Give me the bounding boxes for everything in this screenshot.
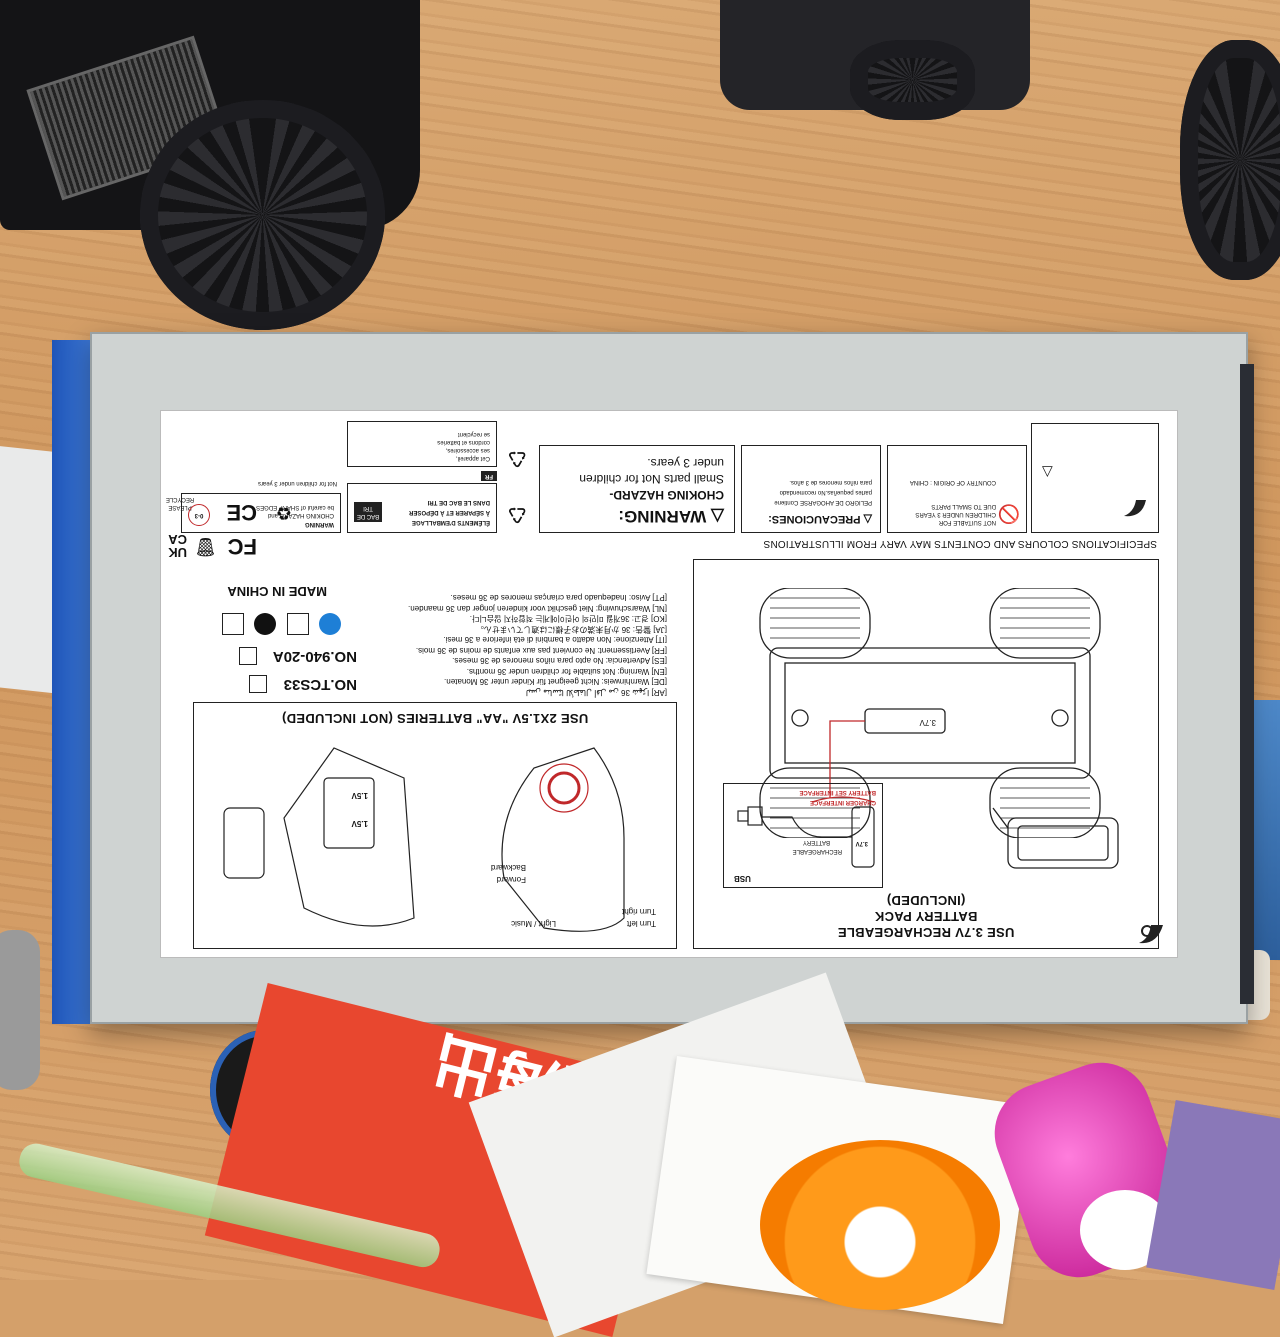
swatch-blue [319, 613, 341, 635]
battery-pack-title-3: (INCLUDED) [886, 893, 966, 908]
warning-nl: [NL] Waarschuwing: Niet geschikt voor ki… [408, 604, 667, 613]
battery-pack-panel: USE 3.7V RECHARGEABLE BATTERY PACK (INCL… [693, 559, 1159, 949]
sharp-line2: be careful of SHARP EDGES [256, 504, 334, 510]
fr-line1: ÉLÉMENTS D'EMBALLAGE [411, 519, 490, 525]
aa-batteries-title: USE 2X1.5V "AA" BATTERIES (NOT INCLUDED) [281, 711, 589, 726]
brand-logo [1133, 919, 1167, 949]
backward-label: Backward [490, 863, 526, 872]
appareil-line3: cordons et batteries [437, 439, 490, 445]
warning-ar: [AR] ليس مناسبًا للأطفال أقل من 36 شهرًا [525, 688, 667, 697]
model-1-checkbox[interactable] [249, 674, 268, 693]
bac-de-tri: BAC DE TRI [354, 502, 382, 522]
aa-batteries-panel: USE 2X1.5V "AA" BATTERIES (NOT INCLUDED)… [193, 702, 677, 949]
brand-logo-icon [1124, 500, 1146, 517]
model-2-checkbox[interactable] [239, 646, 258, 665]
triman-icon-1: ♺ [507, 502, 527, 527]
not-suitable-line2: CHILDREN UNDER 3 YEARS [915, 511, 996, 517]
warning-triangle-icon-3: △ [710, 507, 724, 526]
box-dark-rim [1240, 364, 1254, 1004]
model-number-1-text: NO.TCS33 [283, 676, 357, 693]
sharp-line3: Not for children under 3 years [257, 480, 337, 486]
model-number-1: NO.TCS33 [249, 674, 357, 693]
tape-roll [760, 1140, 1000, 1310]
warning-triangle-icon: △ [1042, 465, 1053, 481]
usb-cable-icon [737, 796, 875, 868]
sharp-head: WARNING [305, 521, 334, 527]
choking-line1: CHOKING HAZARD- [609, 488, 724, 502]
cable-left [0, 930, 40, 1090]
fc-mark: FC [227, 534, 257, 559]
precauciones-line3: para niños menores de 3 años. [789, 479, 872, 485]
precauciones-head: △ PRECAUCIONES: [768, 513, 872, 526]
model-number-2: NO.940-20A [239, 646, 357, 665]
truck-tire-left [140, 100, 385, 330]
precauciones-head-text: PRECAUCIONES: [768, 513, 861, 525]
swatch-white [286, 613, 309, 635]
chassis-battery-voltage: 3.7V [919, 718, 936, 727]
swatch-black [254, 613, 277, 635]
chassis-diagram [759, 588, 1101, 838]
appareil-box: Cet appareil, ses accessoires, cordons e… [347, 421, 497, 467]
made-in-china: MADE IN CHINA [227, 584, 327, 599]
fr-line2: À SÉPARER ET À DÉPOSER [409, 509, 490, 515]
fr-line3: DANS LE BAC DE TRI [427, 499, 490, 505]
precauciones-box: △ PRECAUCIONES: PELIGRO DE AHOGARSE Cont… [741, 445, 881, 533]
warning-es: [ES] Advertencia: No apto para niños men… [452, 656, 667, 666]
warning-ja: [JA] 警告: 36 か月未満のお子様には適していません。 [475, 625, 667, 634]
truck-tire-right [1180, 40, 1280, 280]
fr-recycle-box: ÉLÉMENTS D'EMBALLAGE À SÉPARER ET À DÉPO… [347, 483, 497, 533]
warning-ko: [KO] 경고: 36개월 미만의 어린이에게는 적합하지 않습니다. [469, 614, 667, 624]
fr-tag: FR [481, 471, 497, 481]
no-kids-icon: 🚫 [997, 504, 1020, 524]
choking-head-text: WARNING: [618, 507, 707, 526]
light-music-label: Light / Music [511, 919, 556, 928]
instruction-label: USE 3.7V RECHARGEABLE BATTERY PACK (INCL… [160, 410, 1178, 958]
label-content-rotated: USE 3.7V RECHARGEABLE BATTERY PACK (INCL… [161, 411, 1177, 957]
not-suitable-box: NOT SUITABLE FOR CHILDREN UNDER 3 YEARS … [887, 445, 1027, 533]
swatch-striped [221, 613, 244, 635]
triman-icon-2: ♺ [507, 446, 527, 471]
appareil-line4: se recyclent [457, 431, 490, 437]
truck-tire-center [850, 40, 975, 120]
age-badge: 0-3 [188, 504, 210, 526]
precauciones-line2: partes pequeñas.No recomendado [779, 489, 872, 495]
warning-de: [DE] Warnhinweis: Nicht geeignet für Kin… [444, 677, 667, 687]
choking-head: △ WARNING: [618, 506, 724, 526]
sharp-line1: CHOKING HAZARD and [267, 512, 334, 518]
cell-voltage-2: 1.5V [351, 791, 368, 800]
not-suitable-line3: DUE TO SMALL PARTS [931, 503, 996, 509]
logo-warning-box: △ [1031, 423, 1159, 533]
ukca-mark: UK CA [168, 532, 187, 560]
box-blue-side [52, 340, 92, 1024]
warning-pt: [PT] Aviso: Inadequado para crianças men… [450, 593, 667, 603]
precauciones-line1: PELIGRO DE AHOGARSE Contiene [774, 499, 872, 505]
forward-label: Forward [496, 875, 526, 884]
warning-fr: [FR] Avertissement: Ne convient pas aux … [415, 646, 667, 655]
choking-line3: under 3 years. [647, 456, 724, 470]
appareil-line1: Cet appareil, [455, 455, 490, 461]
battery-pack-title-2: BATTERY PACK [874, 909, 978, 924]
sharp-edges-warning: WARNING CHOKING HAZARD and be careful of… [181, 493, 341, 533]
appareil-line2: ses accessoires, [445, 447, 490, 453]
turn-right-label: Turn right [622, 907, 656, 916]
charger-box: USB BATTERY SET INTERFACE CHARGER INTERF… [723, 783, 883, 888]
model-number-2-text: NO.940-20A [273, 648, 357, 665]
choking-line2: Small parts Not for children [579, 472, 724, 486]
warning-en: [EN] Warning: Not suitable for children … [466, 667, 667, 676]
choking-warning-box: △ WARNING: CHOKING HAZARD- Small parts N… [539, 445, 735, 533]
color-swatches [221, 613, 341, 635]
warnings-list: [AR] ليس مناسبًا للأطفال أقل من 36 شهرًا… [367, 592, 667, 698]
turn-left-label: Turn left [626, 919, 656, 928]
battery-pack-title-1: USE 3.7V RECHARGEABLE [837, 925, 1015, 940]
battery-pack-icon [992, 807, 1119, 869]
warning-triangle-icon-2: △ [863, 513, 872, 525]
not-suitable-line1: NOT SUITABLE FOR [938, 519, 996, 525]
country-of-origin: COUNTRY OF ORIGIN : CHINA [909, 479, 996, 485]
remote-control-diagram [223, 747, 625, 932]
weee-icon: 🗑 [194, 537, 217, 557]
warning-it: [IT] Attenzione: Non adatto a bambini di… [443, 635, 667, 645]
cell-voltage-1: 1.5V [351, 819, 368, 828]
spec-notice: SPECIFICATIONS COLOURS AND CONTENTS MAY … [763, 538, 1157, 549]
